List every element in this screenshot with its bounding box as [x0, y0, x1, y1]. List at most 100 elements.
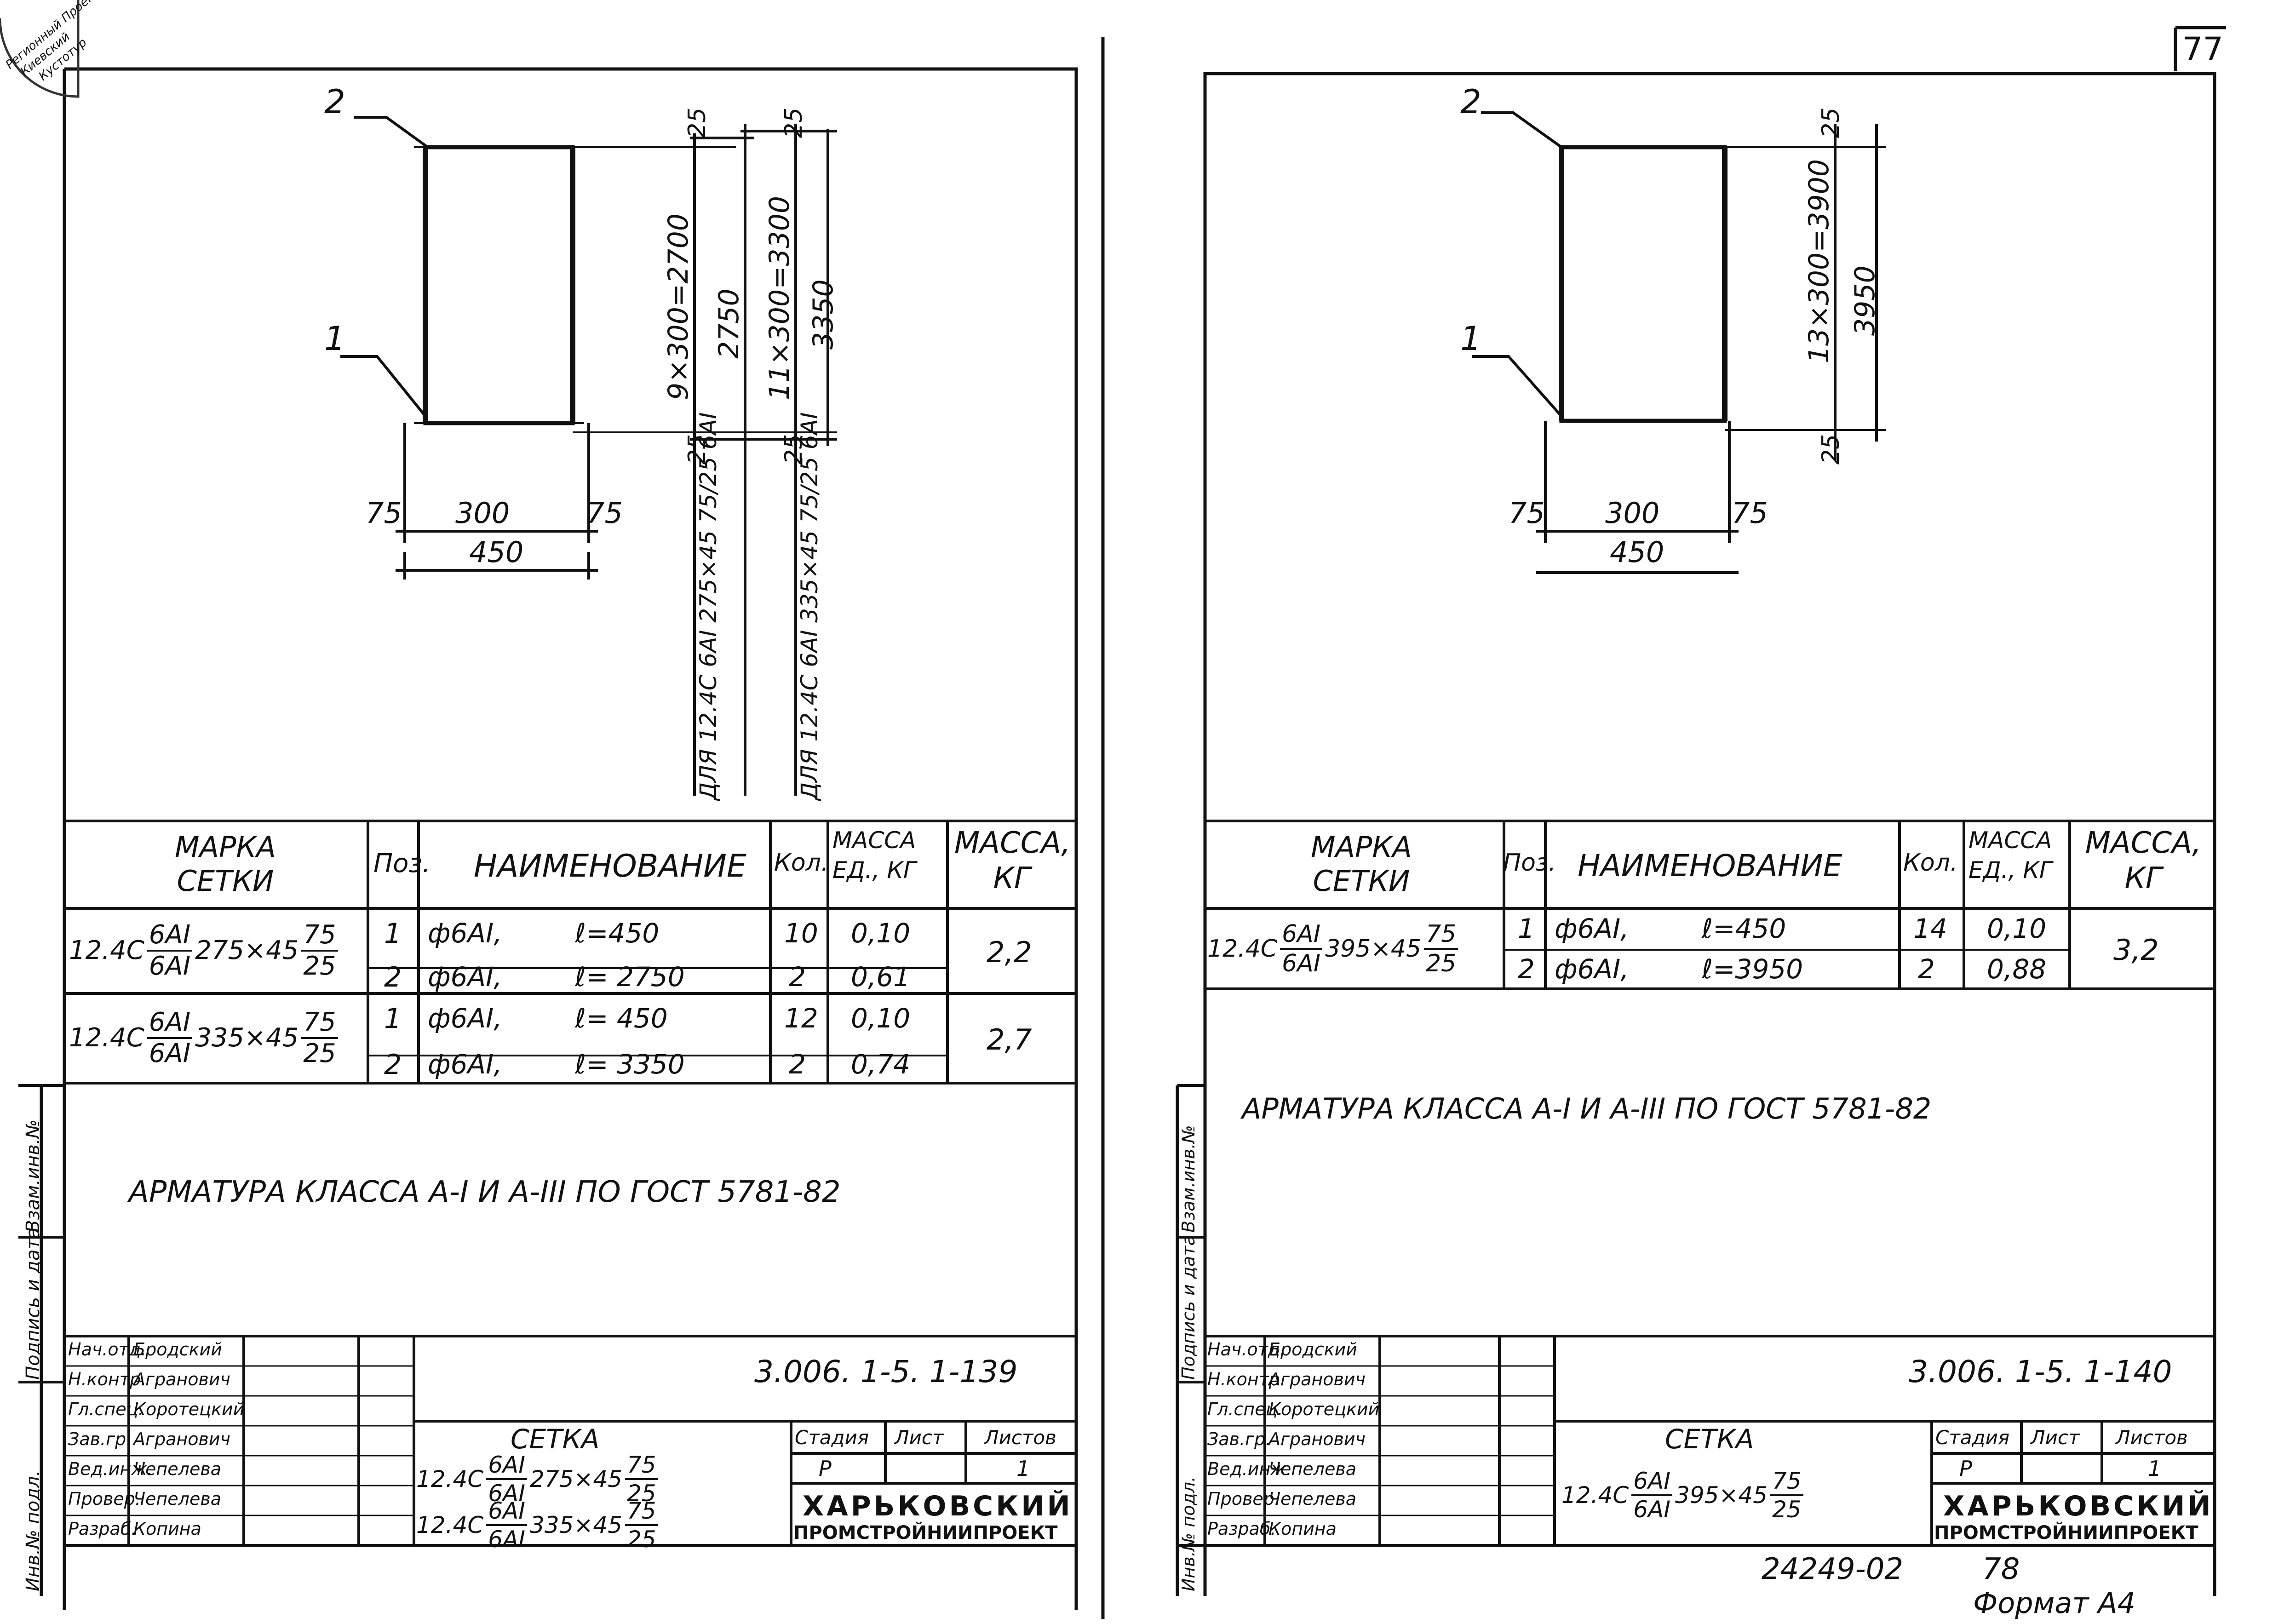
left-dim-75a: 75 [366, 496, 402, 530]
left-row1-num: 6AI [147, 922, 193, 952]
left-row2-name2: ф6AI, [428, 1049, 502, 1080]
right-name-2: Коротецкий [1268, 1399, 1380, 1419]
left-name-2: Коротецкий [133, 1399, 245, 1419]
left-dim-11x300: 11×300=3300 [763, 195, 796, 400]
right-title-block-grid [1177, 1084, 2215, 1547]
right-tb-title: СЕТКА [1665, 1423, 1754, 1455]
footer-format: Формат А4 [1973, 1586, 2136, 1620]
left-th-qty: Кол. [774, 849, 829, 877]
right-side-sign: Подпись и дата [1178, 1235, 1199, 1380]
right-dim-450: 450 [1610, 535, 1664, 569]
right-role-0: Нач.отд. [1207, 1339, 1286, 1360]
left-title-block-grid [18, 1084, 1076, 1547]
right-row-num: 6AI [1280, 922, 1323, 950]
right-side-inv: Инв.№ подл. [1178, 1476, 1199, 1591]
right-role-5: Провер. [1207, 1489, 1280, 1509]
left-tb-mark1-size: 275×45 [530, 1466, 622, 1492]
left-row1-name2: ф6AI, [428, 961, 502, 993]
left-dim-9x300: 9×300=2700 [662, 213, 694, 400]
right-name-0: Бродский [1268, 1339, 1357, 1360]
left-table-grid [64, 820, 1076, 1085]
left-note-for-mesh-1: ДЛЯ 12.4С 6AI 275×45 75/25 6AI [695, 412, 722, 800]
left-tb-sheets-header: Листов [984, 1426, 1056, 1449]
right-tb-stage: Р [1959, 1456, 1972, 1481]
left-row1-fden: 25 [303, 951, 336, 981]
left-tb-mark1-den: 6AI [488, 1480, 526, 1507]
left-row1-mu1: 0,10 [851, 918, 911, 949]
left-row1-qty2: 2 [789, 961, 806, 993]
left-dim-3350: 3350 [807, 279, 839, 350]
right-row-mu1: 0,10 [1987, 913, 2047, 944]
left-dim-300: 300 [455, 496, 510, 530]
left-th-mass: МАССА, КГ [954, 826, 1071, 895]
left-tb-mark2-fden: 25 [626, 1526, 656, 1553]
left-row2-mu1: 0,10 [851, 1003, 911, 1034]
right-row-den: 6AI [1282, 950, 1321, 977]
right-name-5: Чепелева [1268, 1489, 1357, 1509]
left-name-6: Копина [133, 1519, 201, 1539]
right-dim-25-top: 25 [1817, 107, 1845, 138]
left-row1-mass: 2,2 [987, 935, 1032, 969]
left-dim-2750: 2750 [713, 288, 745, 359]
left-th-mass-unit: МАССА ЕД., КГ [832, 827, 916, 884]
left-role-2: Гл.спец. [68, 1399, 144, 1419]
left-role-4: Вед.инж. [68, 1459, 153, 1479]
left-row2-size: 335×45 [195, 1023, 299, 1053]
left-side-sign: Подпись и дата [23, 1227, 44, 1380]
page-number: 77 [2182, 30, 2224, 68]
left-th-mark: МАРКА СЕТКИ [175, 830, 276, 898]
left-row2-len1: ℓ= 450 [575, 1003, 668, 1034]
right-tb-org-1: ХАРЬКОВСКИЙ [1943, 1490, 2214, 1522]
left-pos2-label: 2 [324, 82, 345, 121]
left-row1-den: 6AI [149, 951, 191, 981]
left-row2-qty1: 12 [784, 1003, 818, 1034]
right-pos2-label: 2 [1460, 82, 1481, 121]
right-table-grid [1205, 820, 2215, 990]
right-tb-sheet-header: Лист [2031, 1426, 2080, 1449]
left-row2-pos2: 2 [384, 1049, 402, 1081]
right-row-pos1: 1 [1518, 913, 1535, 944]
left-th-pos: Поз. [373, 849, 430, 878]
left-row1-len2: ℓ= 2750 [575, 961, 685, 993]
right-name-4: Чепелева [1268, 1459, 1357, 1479]
left-role-0: Нач.отд. [68, 1339, 147, 1360]
left-note-reinforcement: АРМАТУРА КЛАССА А-I и А-III по ГОСТ 5781… [129, 1175, 841, 1209]
right-row-name2: ф6AI, [1555, 953, 1629, 985]
left-row2-mass: 2,7 [987, 1023, 1032, 1056]
left-name-4: Чепелева [133, 1459, 222, 1479]
right-name-6: Копина [1268, 1519, 1337, 1539]
left-name-5: Чепелева [133, 1489, 222, 1509]
right-th-pos: Поз. [1503, 849, 1556, 877]
right-row-qty1: 14 [1913, 913, 1947, 944]
right-tb-mark-prefix: 12.4С [1561, 1482, 1629, 1509]
left-tb-stage: Р [819, 1456, 832, 1481]
left-row2-fden: 25 [303, 1039, 336, 1068]
right-dim-13x300: 13×300=3900 [1803, 159, 1835, 363]
left-row2-den: 6AI [149, 1039, 191, 1068]
left-name-1: Агранович [133, 1369, 231, 1389]
left-tb-mark1-num: 6AI [486, 1453, 528, 1480]
right-row-len2: ℓ=3950 [1702, 953, 1803, 985]
right-row-qty2: 2 [1918, 953, 1935, 985]
right-tb-mark-num: 6AI [1631, 1469, 1673, 1496]
left-row2-mu2: 0,74 [851, 1049, 911, 1080]
left-row1-mu2: 0,61 [851, 961, 911, 993]
left-tb-mark2-den: 6AI [488, 1526, 526, 1553]
right-tb-mark-den: 6AI [1633, 1496, 1671, 1523]
right-role-3: Зав.гр. [1207, 1429, 1271, 1449]
left-name-0: Бродский [133, 1339, 222, 1360]
left-dim-25-top-2: 25 [780, 107, 808, 138]
right-tb-mark-fden: 25 [1772, 1496, 1802, 1523]
left-row1-qty1: 10 [784, 918, 818, 949]
right-tb-mark-size: 395×45 [1675, 1482, 1768, 1509]
left-tb-mark1-prefix: 12.4С [416, 1466, 484, 1492]
left-tb-stage-header: Стадия [795, 1426, 869, 1449]
right-row-fden: 25 [1426, 950, 1457, 977]
left-role-5: Провер. [68, 1489, 141, 1509]
right-mesh-drawing [1472, 111, 1886, 574]
